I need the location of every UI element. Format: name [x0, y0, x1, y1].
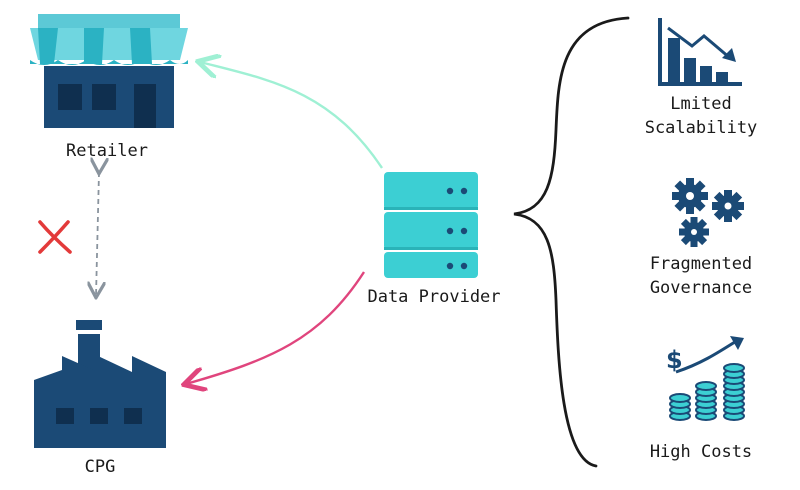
challenge-label-line2: Governance — [649, 278, 753, 298]
retailer-cpg-dashed-arrow — [96, 172, 99, 296]
challenge-label-line1: High Costs — [649, 442, 753, 462]
challenge-label-line2: Scalability — [644, 118, 758, 138]
gears-icon — [672, 178, 744, 247]
data-provider-label: Data Provider — [367, 287, 501, 307]
provider-to-retailer-arrow — [200, 62, 383, 169]
challenge-label-high-costs: High Costs — [636, 440, 766, 464]
declining-chart-icon — [658, 18, 742, 86]
store-icon — [30, 14, 188, 128]
factory-icon — [34, 320, 166, 448]
challenge-label-limited-scalability: Lmited Scalability — [636, 92, 766, 140]
challenge-label-line1: Lmited — [670, 94, 732, 114]
cpg-label: CPG — [84, 457, 116, 477]
challenge-label-line1: Fragmented — [649, 254, 753, 274]
challenge-label-fragmented-governance: Fragmented Governance — [636, 252, 766, 300]
no-connection-x-icon — [38, 220, 72, 254]
svg-text:$: $ — [666, 346, 683, 374]
server-icon — [384, 172, 478, 278]
challenges-brace — [513, 16, 630, 468]
rising-costs-icon: $ — [666, 336, 745, 421]
retailer-label: Retailer — [66, 141, 148, 161]
provider-to-cpg-arrow — [186, 271, 366, 384]
